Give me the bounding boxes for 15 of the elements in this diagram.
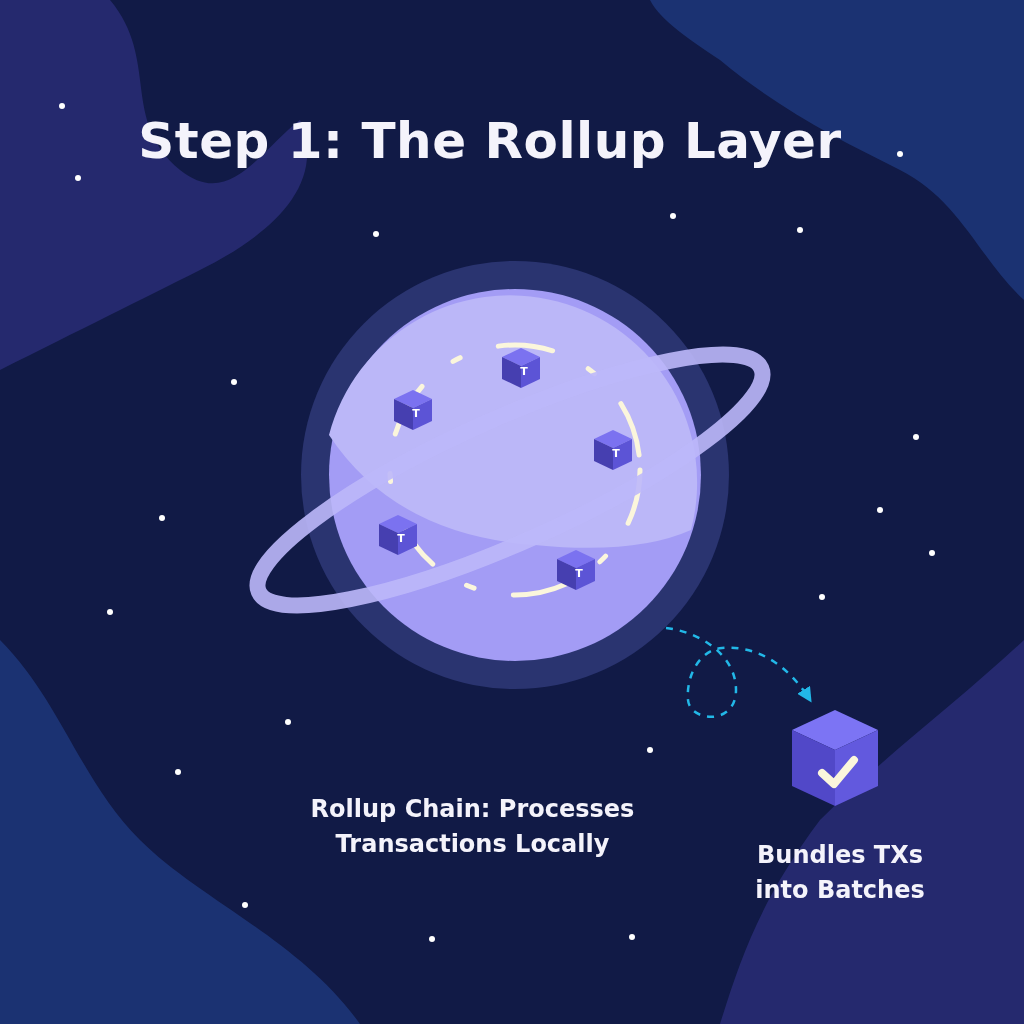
dashed-arrow bbox=[665, 626, 812, 718]
cube-label: T bbox=[397, 531, 405, 545]
cube-label: T bbox=[612, 446, 620, 460]
cube-label: T bbox=[520, 364, 528, 378]
transaction-cube bbox=[500, 346, 542, 390]
caption-text: Rollup Chain: Processes Transactions Locally bbox=[309, 794, 636, 860]
cube-label: T bbox=[412, 406, 420, 420]
transaction-cube bbox=[392, 388, 434, 432]
node-caption: Bundles TXs into Batches bbox=[754, 840, 926, 906]
transaction-cube bbox=[377, 513, 419, 557]
batch-cube-icon bbox=[790, 708, 880, 808]
transaction-cube bbox=[592, 428, 634, 472]
title: Step 1: The Rollup Layer bbox=[137, 112, 843, 170]
cube-label: T bbox=[575, 566, 583, 580]
transaction-cube bbox=[555, 548, 597, 592]
